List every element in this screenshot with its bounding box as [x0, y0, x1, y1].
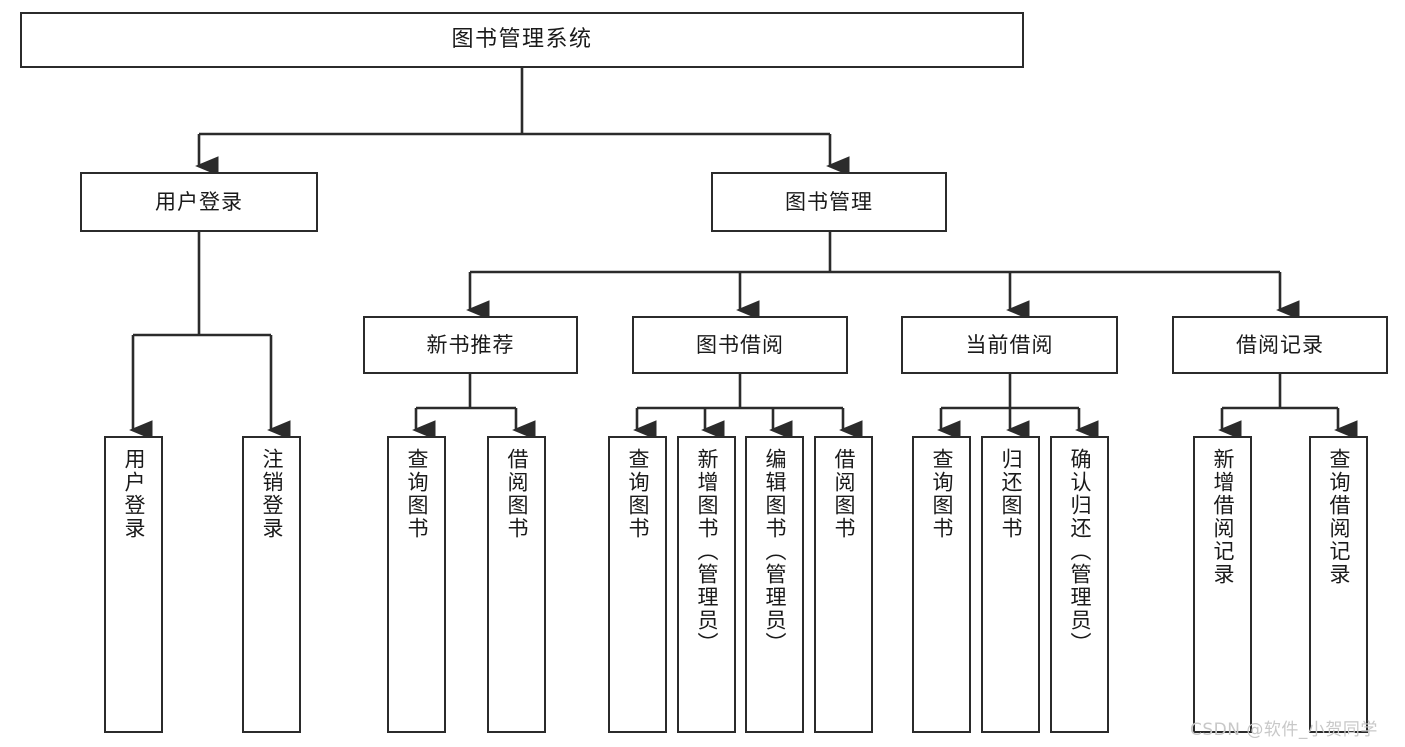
- node-book-borrow[interactable]: 图书借阅: [632, 316, 848, 374]
- node-label: 用户登录: [155, 189, 243, 214]
- leaf-return-book[interactable]: 归还图书: [981, 436, 1040, 733]
- leaf-confirm-return[interactable]: 确认归还（管理员）: [1050, 436, 1109, 733]
- node-root-system[interactable]: 图书管理系统: [20, 12, 1024, 68]
- node-label: 查询借阅记录: [1327, 448, 1351, 586]
- node-book-management[interactable]: 图书管理: [711, 172, 947, 232]
- node-label: 借阅记录: [1236, 332, 1324, 357]
- node-label: 查询图书: [405, 448, 429, 540]
- leaf-add-borrow-record[interactable]: 新增借阅记录: [1193, 436, 1252, 733]
- node-user-login[interactable]: 用户登录: [80, 172, 318, 232]
- node-label: 图书管理: [785, 189, 873, 214]
- node-label: 确认归还（管理员）: [1068, 448, 1092, 655]
- leaf-query-book-recommend[interactable]: 查询图书: [387, 436, 446, 733]
- node-label: 查询图书: [626, 448, 650, 540]
- leaf-user-login[interactable]: 用户登录: [104, 436, 163, 733]
- leaf-query-book-borrow[interactable]: 查询图书: [608, 436, 667, 733]
- leaf-borrow-book-recommend[interactable]: 借阅图书: [487, 436, 546, 733]
- node-label: 图书借阅: [696, 332, 784, 357]
- node-new-book-recommend[interactable]: 新书推荐: [363, 316, 578, 374]
- node-label: 新增借阅记录: [1211, 448, 1235, 586]
- node-label: 当前借阅: [965, 332, 1054, 357]
- node-label: 图书管理系统: [451, 27, 593, 53]
- node-label: 注销登录: [260, 448, 284, 540]
- node-label: 新书推荐: [426, 332, 515, 357]
- leaf-add-book[interactable]: 新增图书（管理员）: [677, 436, 736, 733]
- csdn-watermark: CSDN @软件_小贺同学: [1190, 720, 1378, 740]
- node-label: 归还图书: [999, 448, 1023, 540]
- node-label: 新增图书（管理员）: [695, 448, 719, 655]
- node-label: 用户登录: [122, 448, 146, 540]
- node-label: 查询图书: [930, 448, 954, 540]
- node-label: 借阅图书: [832, 448, 856, 540]
- leaf-borrow-book[interactable]: 借阅图书: [814, 436, 873, 733]
- node-label: 编辑图书（管理员）: [763, 448, 787, 655]
- leaf-query-borrow-record[interactable]: 查询借阅记录: [1309, 436, 1368, 733]
- node-current-borrow[interactable]: 当前借阅: [901, 316, 1118, 374]
- leaf-logout-login[interactable]: 注销登录: [242, 436, 301, 733]
- leaf-query-book-current[interactable]: 查询图书: [912, 436, 971, 733]
- node-borrow-record[interactable]: 借阅记录: [1172, 316, 1388, 374]
- node-label: 借阅图书: [505, 448, 529, 540]
- leaf-edit-book[interactable]: 编辑图书（管理员）: [745, 436, 804, 733]
